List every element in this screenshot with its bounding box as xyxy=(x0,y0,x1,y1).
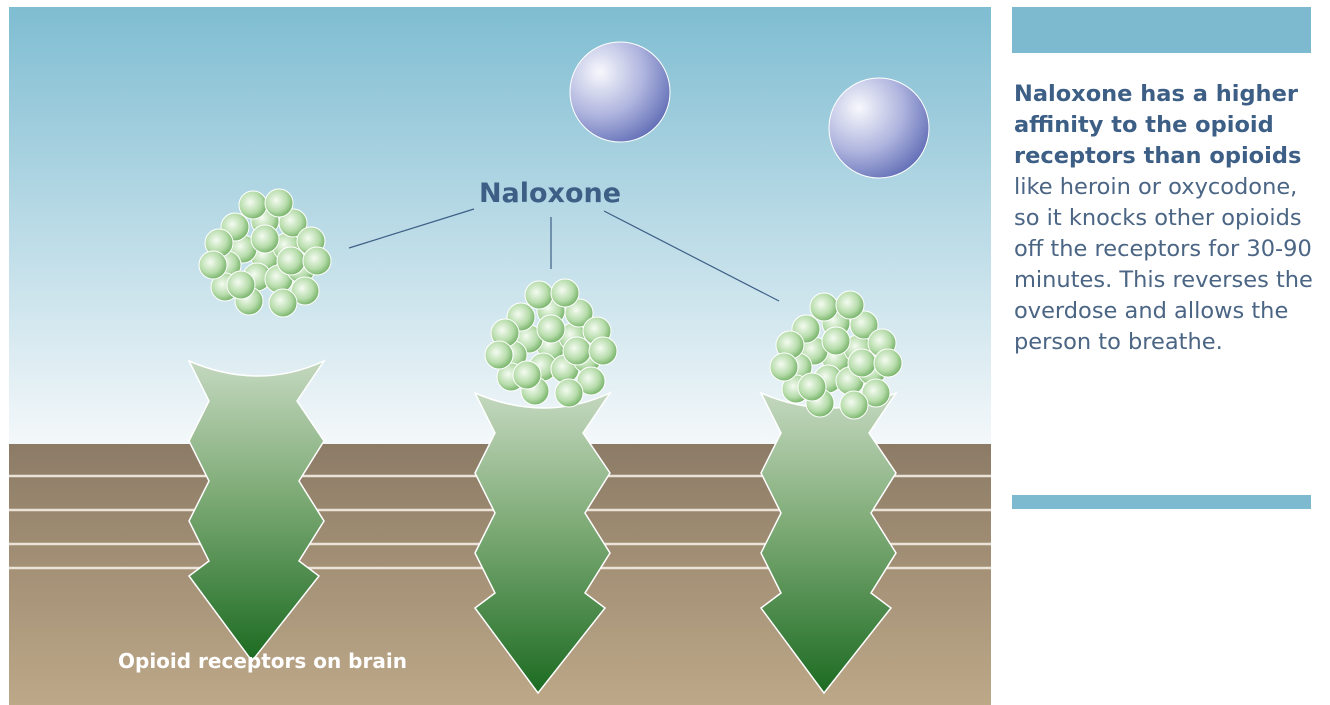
opioid-bubble xyxy=(303,247,331,275)
opioid-bubble xyxy=(589,337,617,365)
sidebar-top-bar xyxy=(1012,7,1311,53)
opioid-bubble xyxy=(798,373,826,401)
opioid-bubble xyxy=(277,247,305,275)
opioid-bubble xyxy=(770,353,798,381)
caption-emphasis: Naloxone has a higher affinity to the op… xyxy=(1014,81,1301,169)
naloxone-label: Naloxone xyxy=(479,178,621,209)
membrane-label: Opioid receptors on brain xyxy=(118,649,407,673)
opioid-bubble xyxy=(525,281,553,309)
opioid-bubble xyxy=(269,289,297,317)
opioid-bubble xyxy=(874,349,902,377)
opioid-bubble xyxy=(810,293,838,321)
opioid-bubble xyxy=(555,379,583,407)
opioid-bubble xyxy=(563,337,591,365)
opioid-bubble xyxy=(513,361,541,389)
opioid-bubble xyxy=(551,279,579,307)
opioid-bubble xyxy=(537,315,565,343)
naloxone-sphere xyxy=(829,78,929,178)
opioid-bubble xyxy=(485,341,513,369)
caption-body: like heroin or oxycodone, so it knocks o… xyxy=(1014,174,1313,355)
opioid-bubble xyxy=(239,191,267,219)
opioid-bubble xyxy=(227,271,255,299)
opioid-bubble xyxy=(265,189,293,217)
opioid-bubble xyxy=(840,391,868,419)
sidebar-panel: Naloxone has a higher affinity to the op… xyxy=(1012,7,1312,509)
sidebar-bottom-bar xyxy=(1012,495,1311,509)
opioid-bubble xyxy=(836,291,864,319)
opioid-bubble xyxy=(848,349,876,377)
naloxone-receptor-diagram: Naloxone Opioid receptors on brain xyxy=(9,7,991,705)
opioid-bubble xyxy=(199,251,227,279)
naloxone-sphere xyxy=(570,42,670,142)
opioid-bubble xyxy=(251,225,279,253)
opioid-bubble xyxy=(822,327,850,355)
explanation-caption: Naloxone has a higher affinity to the op… xyxy=(1014,79,1324,358)
